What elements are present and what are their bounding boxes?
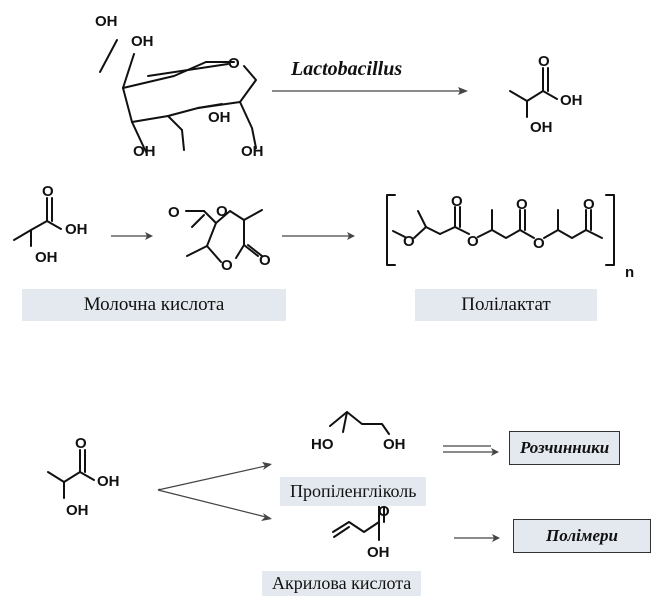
- arrowhead: [262, 462, 272, 470]
- ring-oxygen: O: [221, 257, 233, 274]
- subscript-n: n: [625, 264, 634, 281]
- atom-oh: OH: [66, 502, 89, 519]
- atom-o: O: [451, 193, 463, 210]
- atom-oh: OH: [530, 119, 553, 136]
- organism-label: Lactobacillus: [291, 58, 403, 80]
- atom-o: O: [42, 183, 54, 200]
- atom-oh: OH: [208, 109, 231, 126]
- lactic-acid-structure: O OH OH: [13, 183, 88, 266]
- atom-ho: HO: [311, 436, 334, 453]
- propylene-glycol-label: Пропіленгліколь: [280, 477, 427, 506]
- ring-oxygen: O: [216, 203, 228, 220]
- atom-oh: OH: [65, 221, 88, 238]
- solvents-box: Розчинники: [509, 431, 621, 465]
- atom-oh: OH: [383, 436, 406, 453]
- reaction-arrow: [157, 489, 271, 519]
- polymers-box: Полімери: [513, 519, 651, 553]
- arrowhead: [347, 232, 355, 240]
- polylactate-structure: O O O O O O n: [386, 193, 634, 281]
- atom-oh: OH: [367, 544, 390, 561]
- arrowhead: [261, 513, 272, 521]
- atom-oh: OH: [560, 92, 583, 109]
- atom-o: O: [403, 233, 415, 250]
- atom-o: O: [378, 503, 390, 520]
- atom-o: O: [583, 196, 595, 213]
- acrylic-acid-structure: O OH: [332, 503, 390, 561]
- atom-o: O: [533, 235, 545, 252]
- atom-oh: OH: [97, 473, 120, 490]
- lactide-structure: O O O O: [168, 203, 271, 274]
- arrow-branch-point: [157, 488, 161, 491]
- atom-o: O: [75, 435, 87, 452]
- arrowhead: [458, 87, 468, 95]
- propylene-glycol-structure: HO OH: [311, 411, 406, 453]
- polylactate-label: Полілактат: [415, 289, 597, 321]
- lactic-acid-structure: O OH OH: [47, 435, 120, 519]
- reaction-arrow: [157, 464, 271, 491]
- ring-oxygen: O: [228, 55, 240, 72]
- atom-oh: OH: [131, 33, 154, 50]
- arrowhead: [492, 534, 500, 542]
- atom-o: O: [168, 204, 180, 221]
- lactic-acid-structure: O OH OH: [509, 53, 583, 136]
- lactic-acid-label: Молочна кислота: [22, 289, 286, 321]
- atom-oh: OH: [133, 143, 156, 160]
- atom-oh: OH: [35, 249, 58, 266]
- atom-o: O: [259, 252, 271, 269]
- atom-oh: OH: [95, 13, 118, 30]
- acrylic-acid-label: Акрилова кислота: [262, 571, 422, 596]
- glucose-structure: OH OH O OH OH OH: [95, 13, 264, 160]
- atom-o: O: [467, 233, 479, 250]
- arrowhead: [145, 232, 153, 240]
- atom-o: O: [516, 196, 528, 213]
- atom-o: O: [538, 53, 550, 70]
- arrowhead: [491, 448, 499, 456]
- atom-oh: OH: [241, 143, 264, 160]
